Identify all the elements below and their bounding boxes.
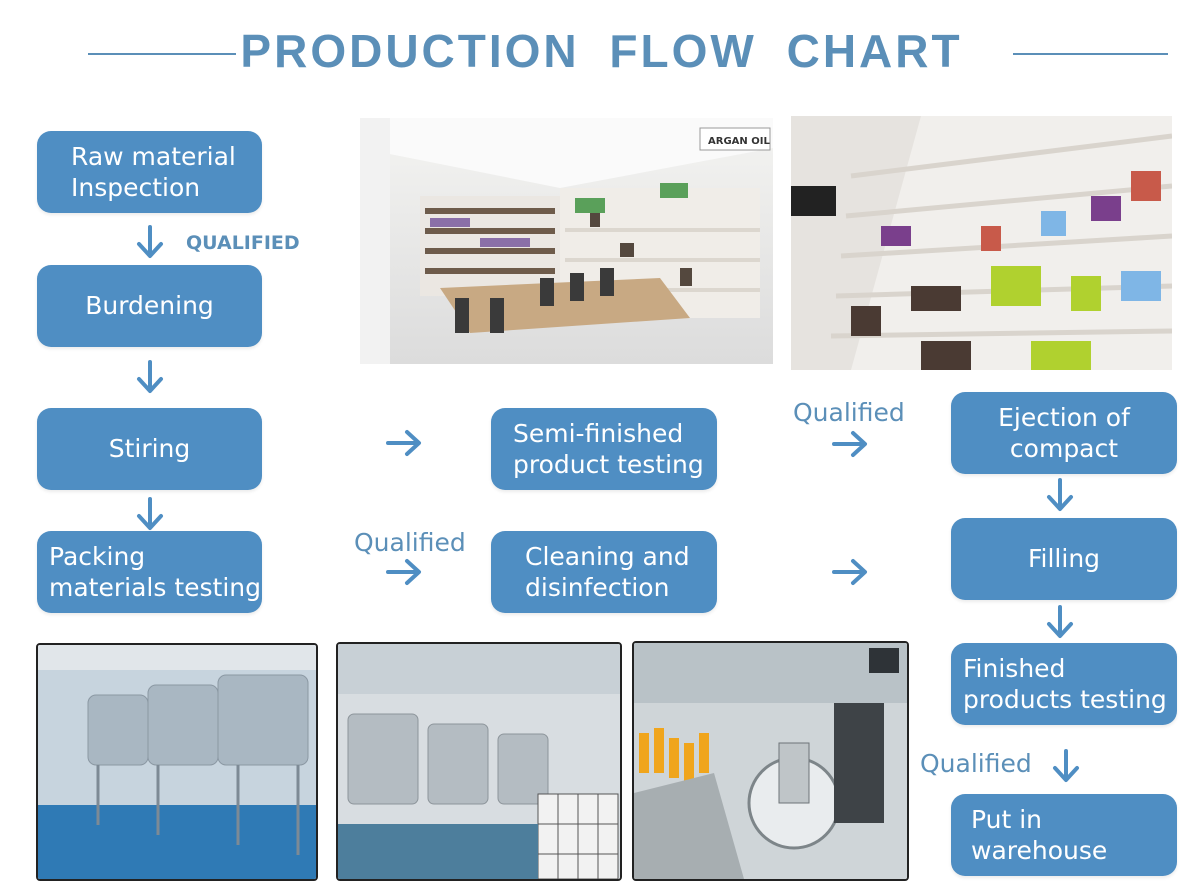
qualified-label-1: Qualified [793,398,905,427]
svg-text:ARGAN OIL: ARGAN OIL [708,136,770,147]
arrow-down-icon [1052,749,1080,783]
page-title: PRODUCTION FLOW CHART [240,25,963,77]
arrow-down-icon [1046,478,1074,512]
step-burdening: Burdening [37,265,262,347]
arrow-right-icon [832,430,868,458]
title-rule-left [88,53,236,55]
step-filling: Filling [951,518,1177,600]
step-stiring: Stiring [37,408,262,490]
arrow-down-icon [136,360,164,394]
showroom-photo: ARGAN OIL [360,118,773,364]
filling-line-photo [632,641,909,881]
step-cleaning-disinfection: Cleaning and disinfection [491,531,717,613]
step-packing-materials-testing: Packing materials testing [37,531,262,613]
mixing-room-photo [336,642,622,881]
arrow-down-icon [136,225,164,259]
qualified-label-caps: QUALIFIED [186,232,300,254]
step-raw-material: Raw material Inspection [37,131,262,213]
arrow-down-icon [136,497,164,531]
arrow-right-icon [386,558,422,586]
arrow-right-icon [386,429,422,457]
step-finished-products-testing: Finished products testing [951,643,1177,725]
product-shelves-photo [791,116,1172,370]
factory-tanks-photo [36,643,318,881]
step-ejection-of-compact: Ejection of compact [951,392,1177,474]
arrow-down-icon [1046,605,1074,639]
title-rule-right [1013,53,1168,55]
qualified-label-2: Qualified [354,528,466,557]
qualified-label-3: Qualified [920,749,1032,778]
arrow-right-icon [832,558,868,586]
step-semi-finished-testing: Semi-finished product testing [491,408,717,490]
step-put-in-warehouse: Put in warehouse [951,794,1177,876]
